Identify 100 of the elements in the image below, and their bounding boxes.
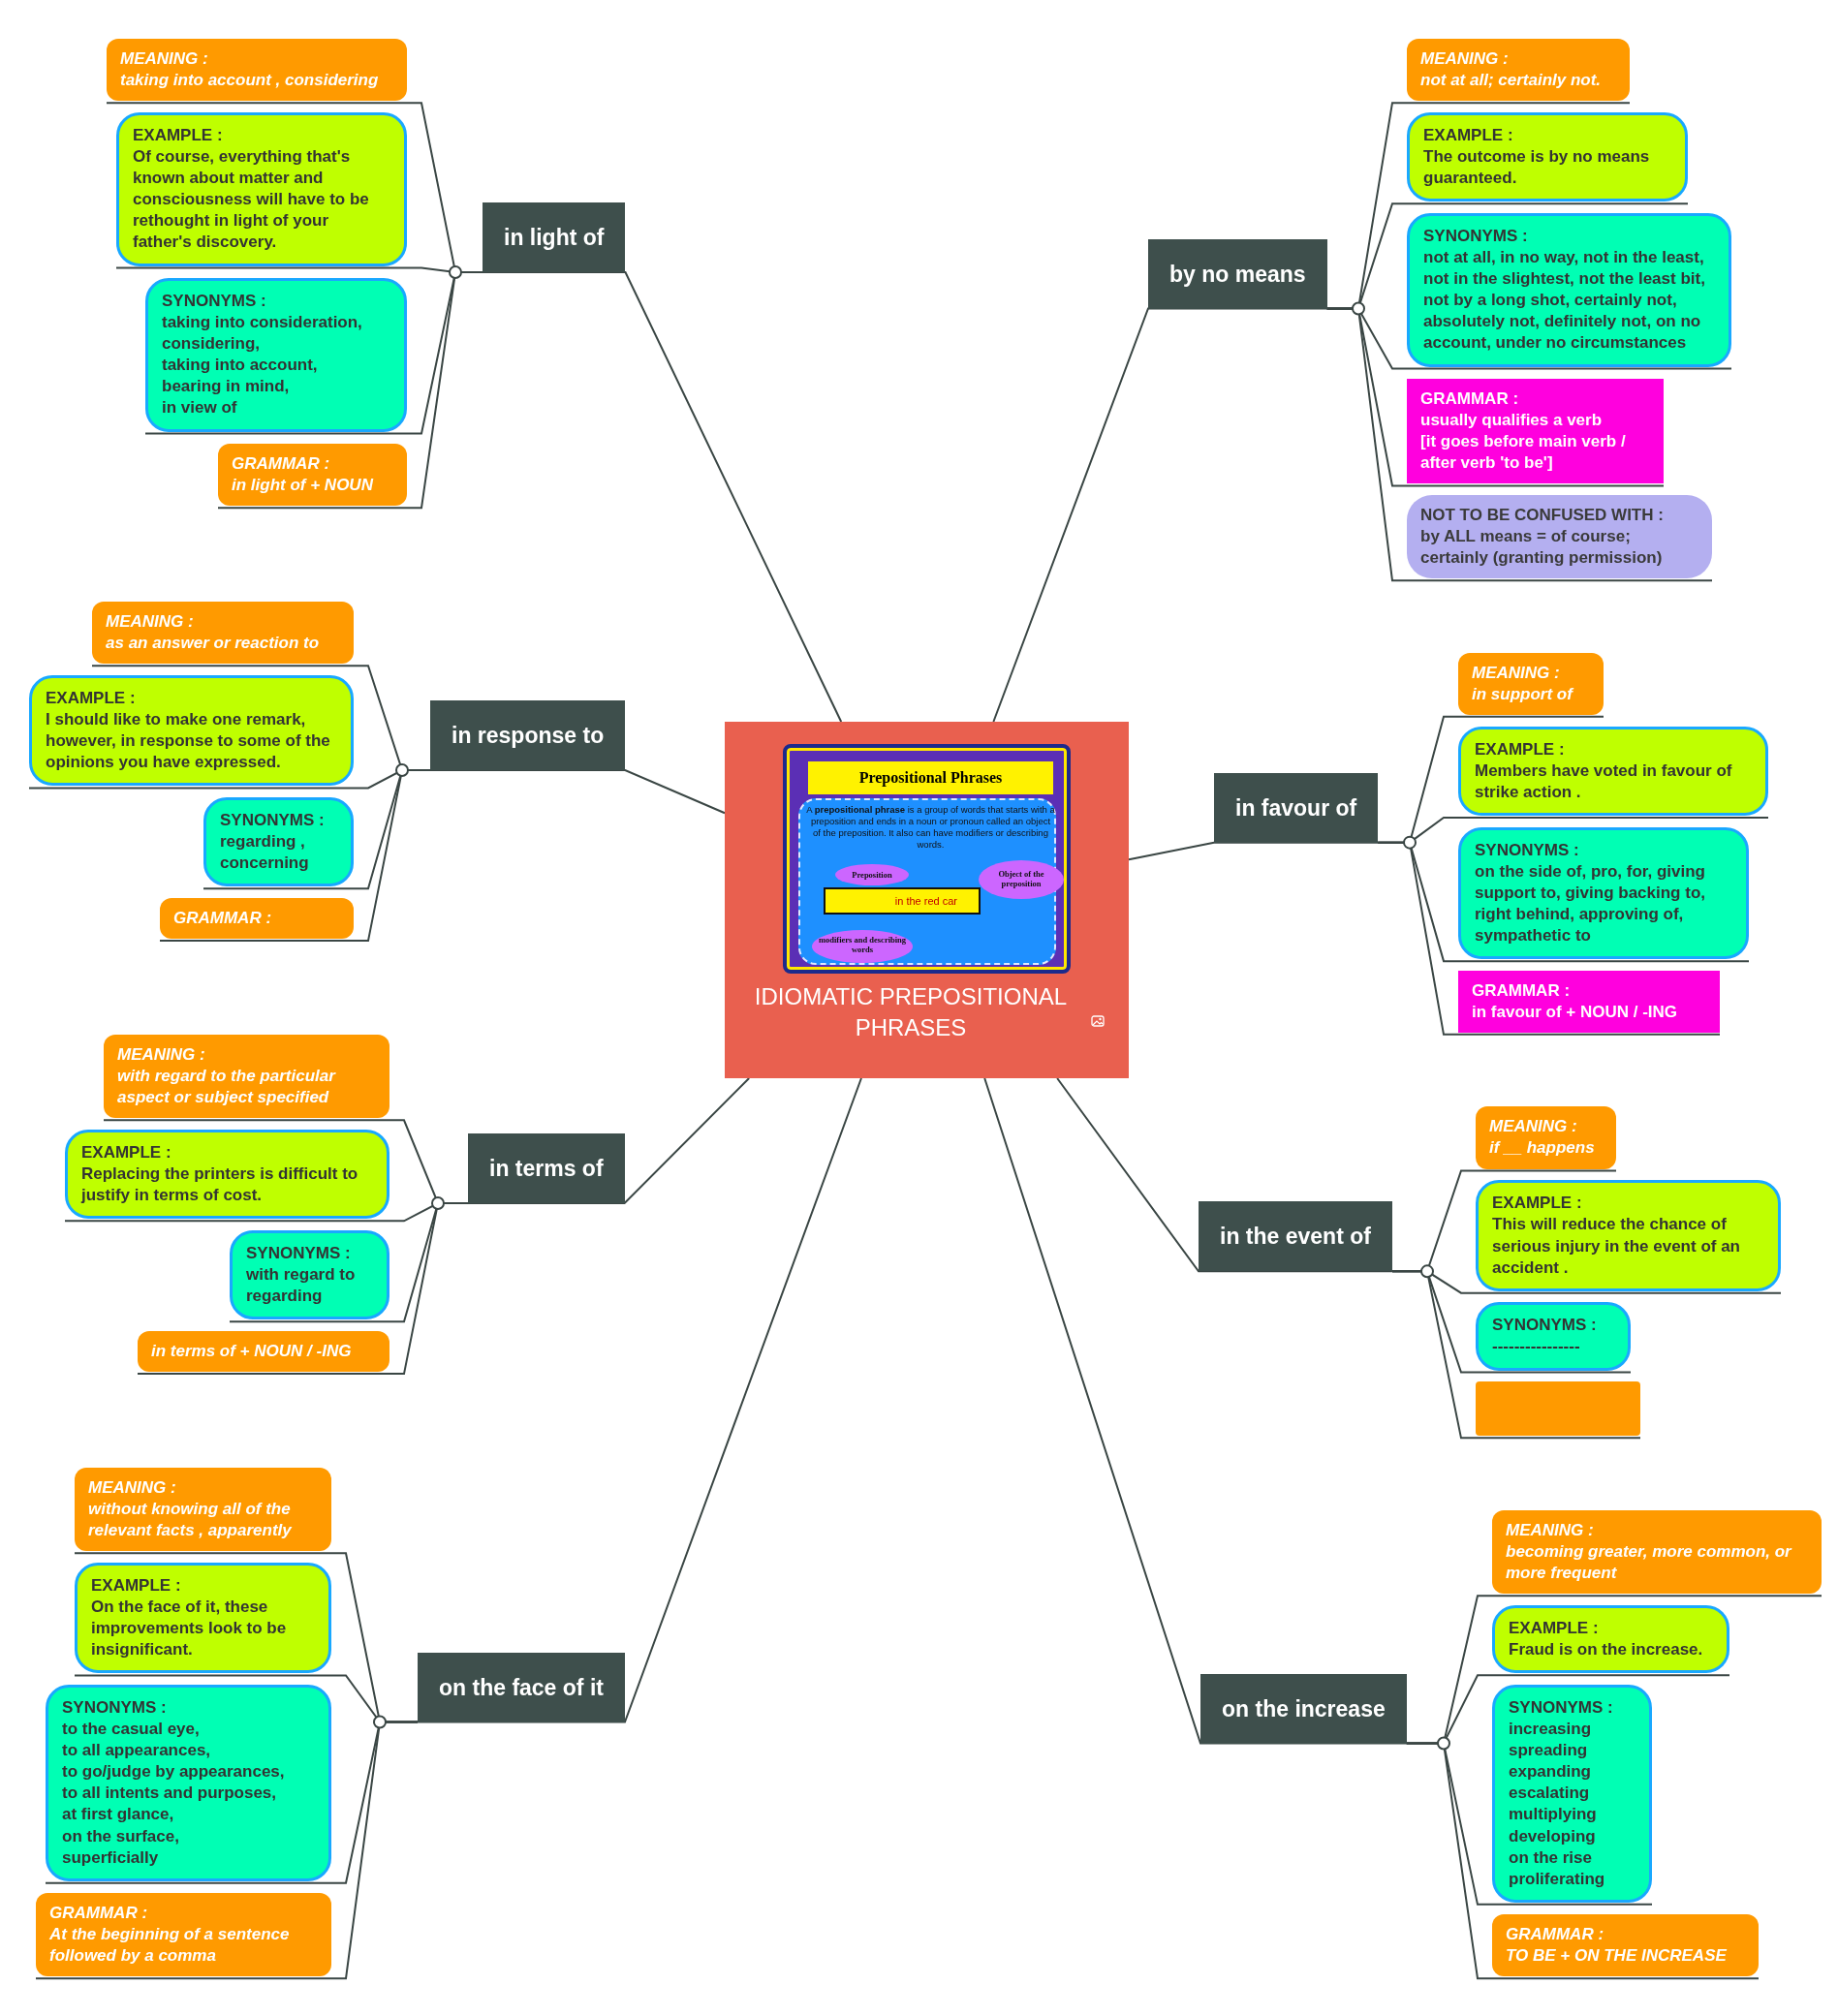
note-card bbox=[218, 444, 407, 507]
note-card bbox=[104, 1035, 389, 1119]
note-text: SYNONYMS : bbox=[1475, 839, 1580, 861]
note-text: to all appearances, bbox=[62, 1740, 212, 1762]
note-text: becoming greater, more common, or more frequent bbox=[1506, 1541, 1793, 1585]
note-text: SYNONYMS : bbox=[220, 810, 326, 831]
note-text: Members have voted in favour of strike action . bbox=[1475, 760, 1733, 803]
note-text: EXAMPLE : bbox=[46, 688, 137, 709]
synonyms-card bbox=[1492, 1685, 1652, 1903]
grammar-card bbox=[1458, 970, 1720, 1033]
central-topic-box bbox=[725, 722, 1129, 1078]
connector-line bbox=[1325, 307, 1713, 582]
example-card bbox=[116, 112, 407, 266]
note-text: MEANING : bbox=[1489, 1116, 1578, 1138]
note-text: in light of + NOUN bbox=[232, 475, 375, 497]
note-text: NOT TO BE CONFUSED WITH : bbox=[1420, 505, 1665, 526]
note-text: GRAMMAR : bbox=[1472, 979, 1572, 1002]
topic-label: in favour of bbox=[1235, 794, 1357, 821]
connector-line bbox=[983, 1077, 1408, 1745]
note-card bbox=[160, 898, 354, 940]
note-text: in terms of + NOUN / -ING bbox=[151, 1341, 353, 1362]
note-text: if __ happens bbox=[1489, 1137, 1596, 1160]
note-text: developing bbox=[1509, 1825, 1597, 1847]
note-text: SYNONYMS : bbox=[1509, 1697, 1614, 1719]
topic-box bbox=[430, 700, 626, 770]
note-text: multiplying bbox=[1509, 1804, 1598, 1826]
picture-title: Prepositional Phrases bbox=[808, 761, 1053, 794]
grammar-card bbox=[1407, 379, 1664, 484]
note-card bbox=[92, 602, 354, 665]
note-text: in favour of + NOUN / -ING bbox=[1472, 1001, 1679, 1023]
note-text: on the surface, bbox=[62, 1825, 180, 1847]
note-text: TO BE + ON THE INCREASE bbox=[1506, 1945, 1729, 1968]
note-text: EXAMPLE : bbox=[1492, 1193, 1583, 1215]
note-text: regarding bbox=[246, 1286, 324, 1308]
note-text: EXAMPLE : bbox=[1475, 738, 1566, 760]
note-text: with regard to bbox=[246, 1264, 357, 1287]
note-text: not at all, in no way, not in the least, not in the slightest, not the least bit, not by a long shot, certainly not, absolutely not, definitely not, on no account, under no circumstances bbox=[1423, 247, 1706, 355]
note-text: on the rise bbox=[1509, 1846, 1593, 1869]
note-text: MEANING : bbox=[88, 1477, 177, 1499]
note-text: The outcome is by no means guaranteed. bbox=[1423, 146, 1651, 190]
note-text: MEANING : bbox=[1506, 1520, 1595, 1541]
note-text: [it goes before main verb / after verb 'to be'] bbox=[1420, 431, 1627, 475]
note-text: taking into consideration, bbox=[162, 312, 363, 334]
connector-line bbox=[1390, 1270, 1641, 1440]
synonyms-card bbox=[1458, 826, 1749, 960]
topic-box bbox=[468, 1133, 625, 1203]
note-text: certainly (granting permission) bbox=[1420, 547, 1664, 570]
topic-box bbox=[418, 1652, 625, 1722]
topic-box bbox=[1214, 772, 1379, 843]
note-card bbox=[107, 39, 407, 102]
note-card bbox=[1458, 652, 1604, 715]
note-text: GRAMMAR : bbox=[232, 453, 331, 475]
note-text: MEANING : bbox=[1472, 662, 1561, 684]
note-text: SYNONYMS : bbox=[1492, 1315, 1598, 1337]
connector-line bbox=[1405, 1742, 1760, 1980]
note-text: by ALL means = of course; bbox=[1420, 526, 1632, 548]
note-text: EXAMPLE : bbox=[1509, 1618, 1600, 1639]
central-title: IDIOMATIC PREPOSITIONAL PHRASES bbox=[753, 982, 1069, 1043]
note-text: usually qualifies a verb bbox=[1420, 410, 1604, 432]
note-text: at first glance, bbox=[62, 1804, 175, 1826]
connector-line bbox=[35, 1721, 419, 1980]
synonyms-card bbox=[1476, 1302, 1631, 1371]
note-text: spreading bbox=[1509, 1740, 1589, 1762]
note-text: increasing bbox=[1509, 1719, 1593, 1741]
note-text: as an answer or reaction to bbox=[106, 633, 321, 655]
note-text: SYNONYMS : bbox=[246, 1243, 352, 1264]
topic-label: in the event of bbox=[1220, 1224, 1371, 1250]
synonyms-card bbox=[145, 278, 407, 432]
connector-line bbox=[1128, 841, 1380, 861]
synonyms-card bbox=[203, 797, 354, 887]
example-card bbox=[1476, 1180, 1781, 1291]
note-text: On the face of it, these improvements look to be insignificant. bbox=[91, 1597, 288, 1661]
note-text: ---------------- bbox=[1492, 1336, 1581, 1358]
note-text: in support of bbox=[1472, 683, 1575, 705]
note-text: This will reduce the chance of serious injury in the event of an accident . bbox=[1492, 1214, 1741, 1279]
note-text: not at all; certainly not. bbox=[1420, 70, 1603, 92]
note-text: At the beginning of a sentence followed by a comma bbox=[49, 1924, 291, 1968]
connector-line bbox=[1377, 841, 1721, 1036]
topic-box bbox=[1199, 1201, 1392, 1272]
note-text: without knowing all of the relevant facts , apparently bbox=[88, 1499, 293, 1542]
note-card bbox=[1407, 495, 1712, 579]
topic-label: in terms of bbox=[489, 1156, 604, 1181]
topic-box bbox=[1200, 1673, 1407, 1744]
note-text: GRAMMAR : bbox=[49, 1903, 149, 1924]
note-card bbox=[1492, 1914, 1759, 1977]
note-text: proliferating bbox=[1509, 1868, 1606, 1890]
note-text: I should like to make one remark, however, in response to some of the opinions you have expressed. bbox=[46, 709, 331, 774]
note-card bbox=[75, 1468, 331, 1552]
note-text: GRAMMAR : bbox=[1420, 388, 1520, 410]
note-card bbox=[138, 1331, 389, 1373]
note-text: EXAMPLE : bbox=[81, 1142, 172, 1163]
note-text: EXAMPLE : bbox=[91, 1575, 182, 1597]
note-text: taking into account, bbox=[162, 355, 319, 377]
note-text: with regard to the particular aspect or subject specified bbox=[117, 1066, 337, 1109]
synonyms-card bbox=[230, 1230, 389, 1320]
note-text: Of course, everything that's known about matter and consciousness will have to be rethought in light of your father's discovery. bbox=[133, 146, 370, 254]
note-text: Fraud is on the increase. bbox=[1509, 1639, 1704, 1661]
note-text: SYNONYMS : bbox=[1423, 226, 1529, 247]
note-text: bearing in mind, bbox=[162, 376, 291, 398]
topic-label: on the face of it bbox=[439, 1674, 604, 1700]
